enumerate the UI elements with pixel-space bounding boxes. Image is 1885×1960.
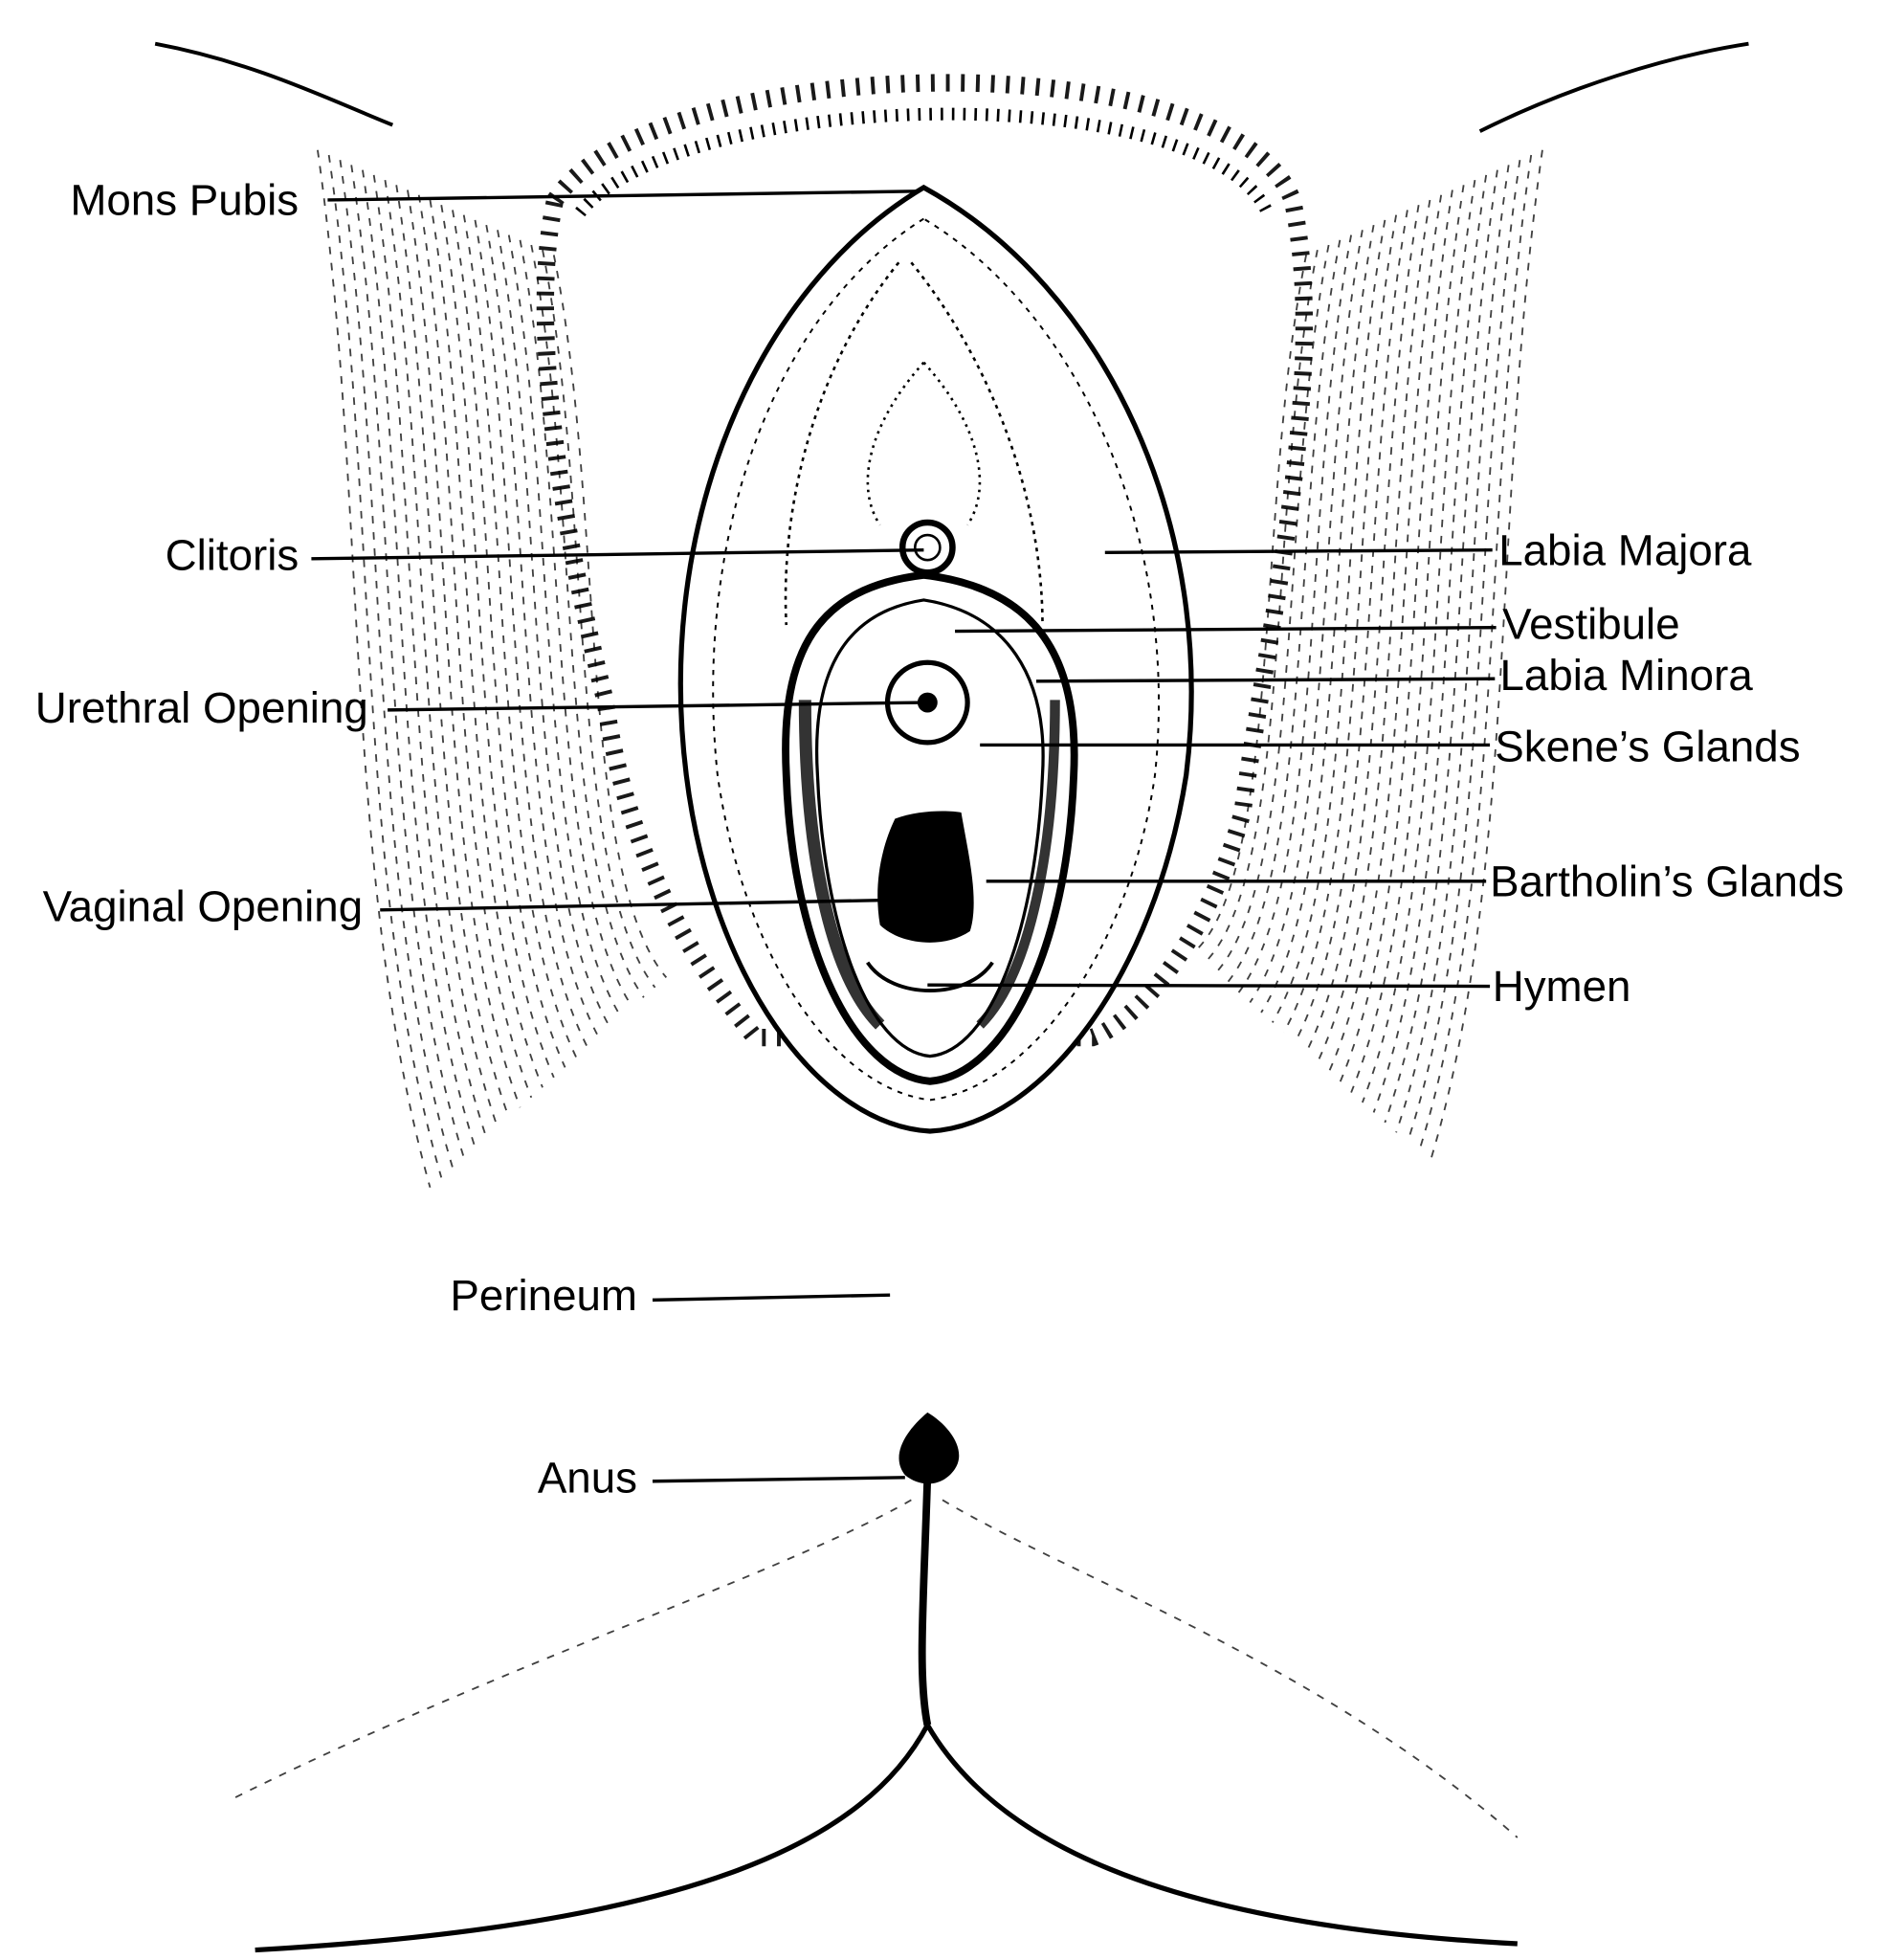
label-anus: Anus [538,1454,637,1503]
leader-lines [311,189,1497,1483]
label-vestibule: Vestibule [1502,599,1680,648]
label-perineum: Perineum [450,1271,637,1320]
pubic-hair [536,74,1314,1047]
hatch-line-right [1294,210,1408,1043]
hatch-line-left [395,185,510,1118]
hatch-line-right [1384,169,1498,1124]
hatch-line-right [1305,205,1420,1054]
hatch-line-left [552,255,668,978]
hatch-line-right [1350,185,1465,1093]
label-labia-minora: Labia Minora [1500,651,1754,700]
hatch-line-left [429,199,543,1088]
hatch-line-left [542,250,656,989]
hatch-line-left [339,160,454,1169]
hatch-line-right [1249,230,1364,1004]
hatch-line-right [1339,189,1453,1083]
hatch-line-left [362,169,477,1148]
hatch-line-left [462,214,578,1058]
hatch-line-left [384,179,499,1128]
label-labia-majora: Labia Majora [1498,525,1752,574]
label-urethral-opening: Urethral Opening [35,683,368,732]
hatch-line-right [1395,165,1510,1133]
clitoris-shape [898,519,956,576]
buttock-left [255,1724,930,1953]
hatch-line-left [407,189,521,1108]
hatch-line-right [1282,214,1398,1034]
label-bartholins-glands: Bartholin’s Glands [1490,857,1844,905]
hatch-line-left [372,174,488,1138]
hatch-line-left [530,244,645,998]
label-clitoris: Clitoris [166,531,299,580]
hatch-line-right [1429,149,1543,1163]
hatch-line-right [1227,239,1342,984]
hatch-line-right [1192,255,1307,953]
hatch-line-left [485,224,600,1038]
hatch-line-left [317,149,432,1189]
hatch-line-right [1372,174,1488,1113]
hatch-line-right [1362,179,1476,1103]
vaginal-opening-shape [877,811,974,943]
hatch-line-right [1327,194,1443,1074]
hatch-line-left [497,230,611,1029]
thigh-shading [317,149,1543,1189]
anus-shape [898,1412,960,1484]
label-hymen: Hymen [1493,962,1631,1011]
hatch-line-left [327,154,443,1178]
hatch-line-right [1215,244,1330,973]
label-skenes-glands: Skene’s Glands [1495,722,1800,770]
hatch-line-left [440,205,555,1079]
hatch-line-left [350,165,465,1158]
hatch-line-right [1260,224,1375,1013]
hatch-line-left [474,219,588,1048]
hatch-line-left [507,234,623,1018]
labels: Mons Pubis Clitoris Urethral Opening Vag… [35,176,1844,1503]
hatch-line-right [1317,199,1431,1063]
hatch-line-left [452,210,566,1068]
illustration [154,41,1749,1953]
buttock-right [925,1724,1518,1947]
hatch-line-right [1204,250,1319,964]
hatch-line-left [519,239,633,1009]
hatch-line-left [417,194,533,1099]
label-vaginal-opening: Vaginal Opening [43,882,364,931]
label-mons-pubis: Mons Pubis [70,176,299,225]
